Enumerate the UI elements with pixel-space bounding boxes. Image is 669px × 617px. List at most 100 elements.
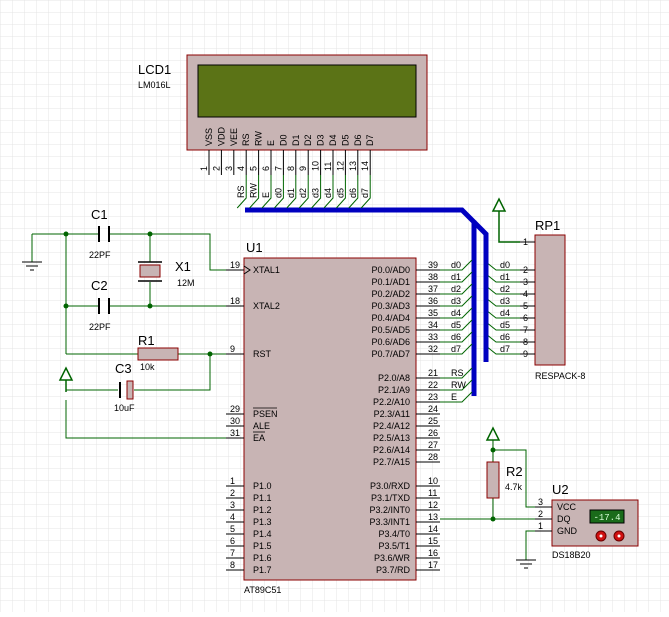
u1-pin-name: P2.0/A8	[378, 373, 410, 383]
rp1-pin-number: 9	[523, 349, 528, 359]
u1-pin-name: RST	[253, 349, 272, 359]
u1-pin-name: P2.1/A9	[378, 385, 410, 395]
net-label: d0	[451, 260, 461, 270]
u2-increase-button[interactable]	[613, 530, 625, 542]
u1-pin-number: 11	[428, 488, 437, 498]
lcd-pin-name: RW	[254, 131, 264, 146]
u1-pin-number: 14	[428, 524, 438, 534]
net-label: d2	[451, 284, 461, 294]
u1-pin-name: EA	[253, 433, 265, 443]
u1-pin-name: P3.2/INT0	[369, 505, 410, 515]
u2-reading: -17.4	[593, 513, 620, 523]
net-label: d3	[451, 296, 461, 306]
u1-pin-name: P0.5/AD5	[371, 325, 410, 335]
lcd1[interactable]: LCD1 LM016L VSS1VDD2VEE3RS4RW5E6D07D18D2…	[138, 54, 428, 175]
u1-pin-name: P3.0/RXD	[370, 481, 411, 491]
r1-ref: R1	[138, 333, 155, 348]
u1-pin-number: 33	[428, 332, 438, 342]
u1-pin-number: 5	[230, 524, 235, 534]
u1-pin-number: 34	[428, 320, 438, 330]
lcd-bus-label: E	[261, 192, 271, 198]
u1-pin-number: 30	[230, 416, 240, 426]
lcd-bus-label: d7	[360, 188, 370, 198]
r1-value: 10k	[140, 362, 155, 372]
u1-pin-name: P1.3	[253, 517, 272, 527]
u1-pin-name: P1.1	[253, 493, 272, 503]
u1-pin-name: P3.6/WR	[374, 553, 411, 563]
u1-pin-name: P1.7	[253, 565, 272, 575]
lcd-bus-label: RS	[236, 185, 246, 198]
u1-pin-number: 28	[428, 452, 438, 462]
c1-ref: C1	[91, 207, 108, 222]
u1-pin-name: PSEN	[253, 409, 278, 419]
lcd-pin-number: 1	[199, 166, 209, 171]
lcd-pin-name: D6	[353, 134, 363, 146]
net-label: d6	[451, 332, 461, 342]
net-label: d2	[500, 284, 510, 294]
lcd-pin-number: 9	[298, 166, 308, 171]
crystal-x1[interactable]: X1 12M	[138, 259, 195, 288]
u1-pin-name: P0.7/AD7	[371, 349, 410, 359]
lcd-pin-name: D7	[365, 134, 375, 146]
capacitor-c2[interactable]: C2 22PF	[89, 278, 111, 332]
u1-pin-name: P0.3/AD3	[371, 301, 410, 311]
u2-display	[589, 509, 625, 524]
r2-ref: R2	[506, 464, 523, 479]
u1-pin-name: P2.7/A15	[373, 457, 410, 467]
u1-pin-name: P2.5/A13	[373, 433, 410, 443]
u2-pin-name: DQ	[557, 514, 571, 524]
net-label: d0	[500, 260, 510, 270]
c2-value: 22PF	[89, 322, 111, 332]
c2-ref: C2	[91, 278, 108, 293]
capacitor-c3[interactable]: C3 10uF	[114, 361, 135, 413]
resistor-r1[interactable]: R1 10k	[137, 333, 179, 372]
u1-body	[243, 257, 417, 581]
rp1-body	[534, 234, 566, 366]
rp1-part: RESPACK-8	[535, 371, 585, 381]
lcd-pin-number: 8	[286, 166, 296, 171]
lcd-bus-label: d1	[286, 188, 296, 198]
u1-pin-number: 13	[428, 512, 438, 522]
u2-decrease-button[interactable]	[595, 530, 607, 542]
lcd-pin-name: D0	[278, 134, 288, 146]
u1-pin-name: P3.3/INT1	[369, 517, 410, 527]
lcd-pin-name: RS	[241, 133, 251, 146]
lcd-bus-label: d3	[311, 188, 321, 198]
u1-pin-number: 18	[230, 296, 240, 306]
capacitor-c1[interactable]: C1 22PF	[89, 207, 111, 260]
lcd1-part: LM016L	[138, 80, 171, 90]
u1-pin-name: P0.4/AD4	[371, 313, 410, 323]
x1-ref: X1	[175, 259, 191, 274]
u1-pin-name: P3.1/TXD	[371, 493, 411, 503]
r2-value: 4.7k	[505, 482, 523, 492]
lcd-pin-number: 7	[273, 166, 283, 171]
lcd-bus-label: d5	[335, 188, 345, 198]
u1-pin-number: 35	[428, 308, 438, 318]
net-label: d1	[500, 272, 510, 282]
u1-pin-name: P1.2	[253, 505, 272, 515]
u1-pin-name: P2.3/A11	[374, 409, 410, 419]
u1-pin-number: 31	[230, 428, 240, 438]
net-label: d7	[451, 344, 461, 354]
net-label: RS	[451, 368, 464, 378]
lcd1-pins: VSS1VDD2VEE3RS4RW5E6D07D18D29D310D411D51…	[199, 126, 375, 175]
lcd1-ref: LCD1	[138, 62, 171, 77]
u1-pin-number: 29	[230, 404, 240, 414]
u1-pin-number: 1	[230, 476, 235, 486]
u1-pin-name: P0.6/AD6	[371, 337, 410, 347]
u1-pin-name: P1.4	[253, 529, 272, 539]
u1-pin-number: 32	[428, 344, 438, 354]
rp1-pin-number: 3	[523, 277, 528, 287]
lcd-pin-number: 11	[323, 162, 333, 171]
lcd-pin-number: 3	[224, 166, 234, 171]
resistor-r2[interactable]: R2 4.7k	[485, 426, 535, 519]
lcd-pin-number: 2	[211, 166, 221, 171]
u1-pin-name: P2.4/A12	[373, 421, 410, 431]
